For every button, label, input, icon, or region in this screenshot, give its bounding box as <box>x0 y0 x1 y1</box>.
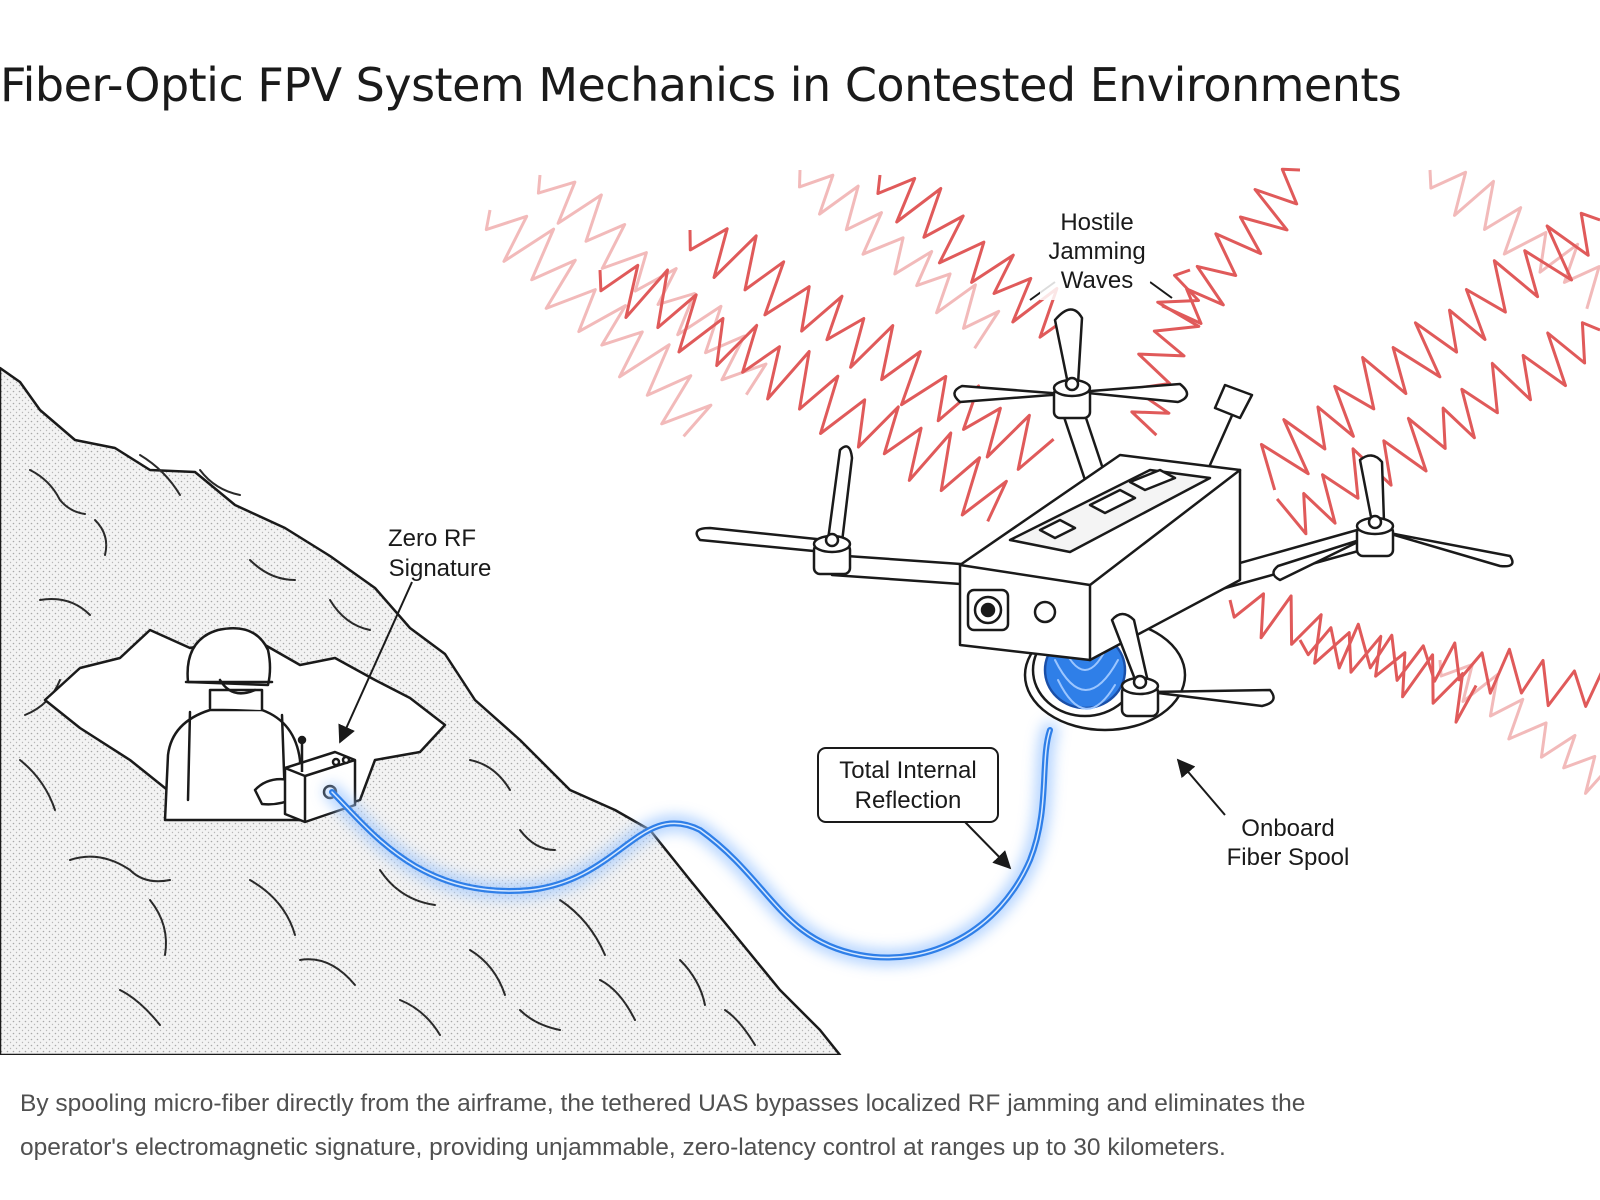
jamming-wave <box>1428 169 1600 310</box>
rock-crack <box>249 559 296 581</box>
label-hostile-jamming-waves: Hostile Jamming Waves <box>1040 202 1150 300</box>
rock-crack <box>519 829 556 851</box>
jamming-wave <box>876 174 1076 339</box>
jamming-wave <box>1275 321 1600 536</box>
rock-crack <box>299 958 356 986</box>
prop-hub <box>1132 674 1148 690</box>
jamming-wave <box>598 263 1008 523</box>
rock-crack <box>599 979 636 1021</box>
prop-hub <box>824 532 840 548</box>
prop-hub <box>1367 514 1383 530</box>
propeller-blade <box>1272 536 1368 582</box>
caption: By spooling micro-fiber directly from th… <box>20 1082 1580 1170</box>
jamming-waves <box>484 167 1600 795</box>
propeller-blade <box>695 526 828 554</box>
rock-crack <box>19 759 56 811</box>
propeller-blade <box>1148 688 1275 708</box>
jamming-wave <box>484 209 713 438</box>
rock-crack <box>249 879 296 936</box>
jamming-wave <box>1161 167 1301 325</box>
rotor <box>1272 454 1514 582</box>
rock-crack <box>149 899 167 956</box>
rock-crack <box>39 598 91 616</box>
rock-crack <box>119 989 161 1026</box>
propeller-blade <box>1076 382 1189 404</box>
jamming-wave <box>688 227 1055 471</box>
jamming-label-line3: Waves <box>1061 267 1133 294</box>
jamming-wave <box>1130 268 1201 437</box>
jamming-wave <box>536 174 768 396</box>
zero-rf-label-line2: Signature <box>389 555 492 582</box>
rock-crack <box>679 959 706 1006</box>
jamming-label-line2: Jamming <box>1048 238 1145 265</box>
label-total-internal-reflection: Total Internal Reflection <box>817 747 999 823</box>
zero-rf-label-line1: Zero RF <box>388 525 476 552</box>
fpv-drone <box>695 308 1514 732</box>
caption-line1: By spooling micro-fiber directly from th… <box>20 1090 1306 1117</box>
spool-label-line1: Onboard <box>1241 815 1334 842</box>
page-title: Fiber-Optic FPV System Mechanics in Cont… <box>0 58 1402 112</box>
jamming-wave <box>1259 211 1600 491</box>
jamming-wave <box>798 169 1001 350</box>
rock-crack <box>69 855 171 883</box>
propeller-blade <box>1110 612 1150 684</box>
rock-crack <box>379 869 436 906</box>
diagram: Hostile Jamming Waves Zero RF Signature … <box>0 160 1600 1055</box>
rock-crack <box>469 949 506 996</box>
rock-crack <box>29 469 86 515</box>
caption-line2: operator's electromagnetic signature, pr… <box>20 1134 1226 1161</box>
jamming-wave <box>1438 659 1600 795</box>
label-zero-rf-signature: Zero RF Signature <box>388 525 491 582</box>
propeller-blade <box>1053 308 1084 386</box>
rock-crack <box>724 1009 756 1046</box>
rock-crack <box>519 1009 561 1031</box>
fiber-tether <box>324 722 1058 966</box>
rotor <box>695 445 854 576</box>
rotor <box>1110 612 1275 718</box>
label-onboard-fiber-spool: Onboard Fiber Spool <box>1227 815 1350 871</box>
spool-label-line2: Fiber Spool <box>1227 844 1350 871</box>
rock-crack <box>399 999 441 1036</box>
jamming-label-line1: Hostile <box>1060 209 1133 236</box>
jamming-wave <box>1228 592 1478 724</box>
rock-crack <box>469 759 511 791</box>
jamming-wave <box>1298 622 1600 708</box>
tir-label-line1: Total Internal <box>839 757 976 784</box>
propeller-blade <box>826 445 854 544</box>
prop-hub <box>1064 376 1080 392</box>
propeller-blade <box>1382 530 1514 568</box>
rock-crack <box>199 469 241 496</box>
tir-label-line2: Reflection <box>855 787 962 814</box>
rock-crack <box>329 599 371 631</box>
rotor <box>953 308 1189 420</box>
rock-crack <box>94 519 108 556</box>
rock-crack <box>559 899 606 956</box>
propeller-blade <box>953 384 1066 404</box>
rock-crack <box>139 454 181 496</box>
propeller-blade <box>1358 454 1386 524</box>
